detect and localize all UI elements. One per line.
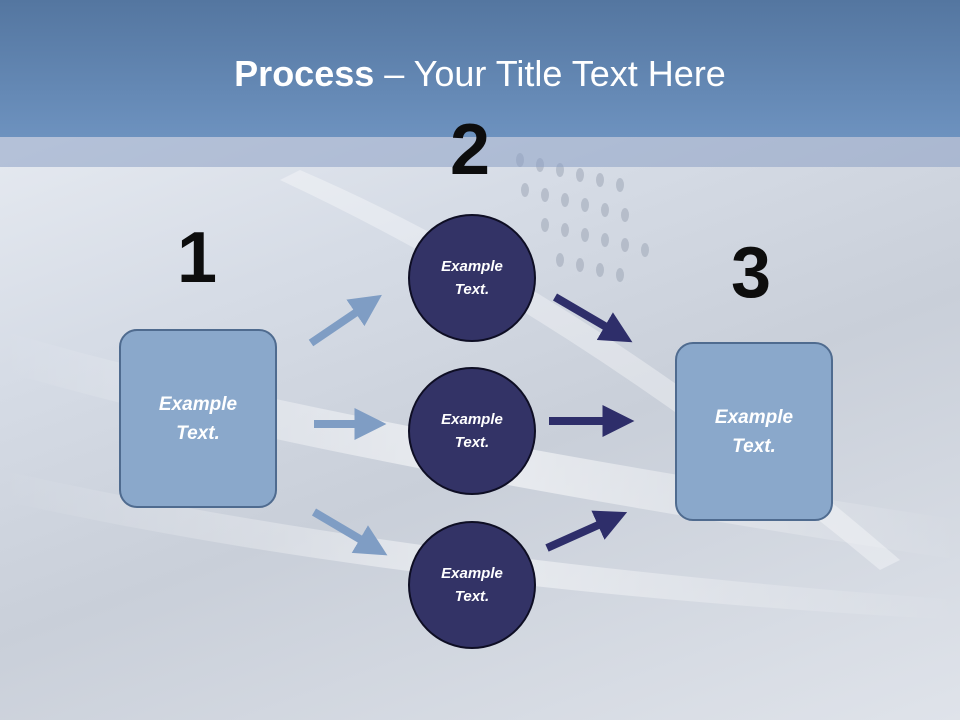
step-3-box: Example Text.: [675, 342, 833, 521]
step-2-circle-3: Example Text.: [408, 521, 536, 649]
step-3-label: Example Text.: [714, 406, 794, 457]
step-2-circle-1: Example Text.: [408, 214, 536, 342]
title-bar-band: [0, 137, 960, 167]
step-3-number: 3: [731, 233, 772, 313]
title-rest: – Your Title Text Here: [374, 53, 726, 94]
title-bar: [0, 0, 960, 137]
step-1-box: Example Text.: [119, 329, 277, 508]
step-1-number: 1: [177, 218, 218, 298]
step-2-circle-3-label: Example Text.: [441, 565, 503, 605]
slide-title: Process – Your Title Text Here: [0, 52, 960, 96]
step-1-label: Example Text.: [158, 393, 238, 444]
title-bold: Process: [234, 53, 375, 94]
step-2-circle-1-label: Example Text.: [441, 258, 503, 298]
step-2-circle-2-label: Example Text.: [441, 411, 503, 451]
step-2-circle-2: Example Text.: [408, 367, 536, 495]
step-2-number: 2: [450, 110, 491, 190]
